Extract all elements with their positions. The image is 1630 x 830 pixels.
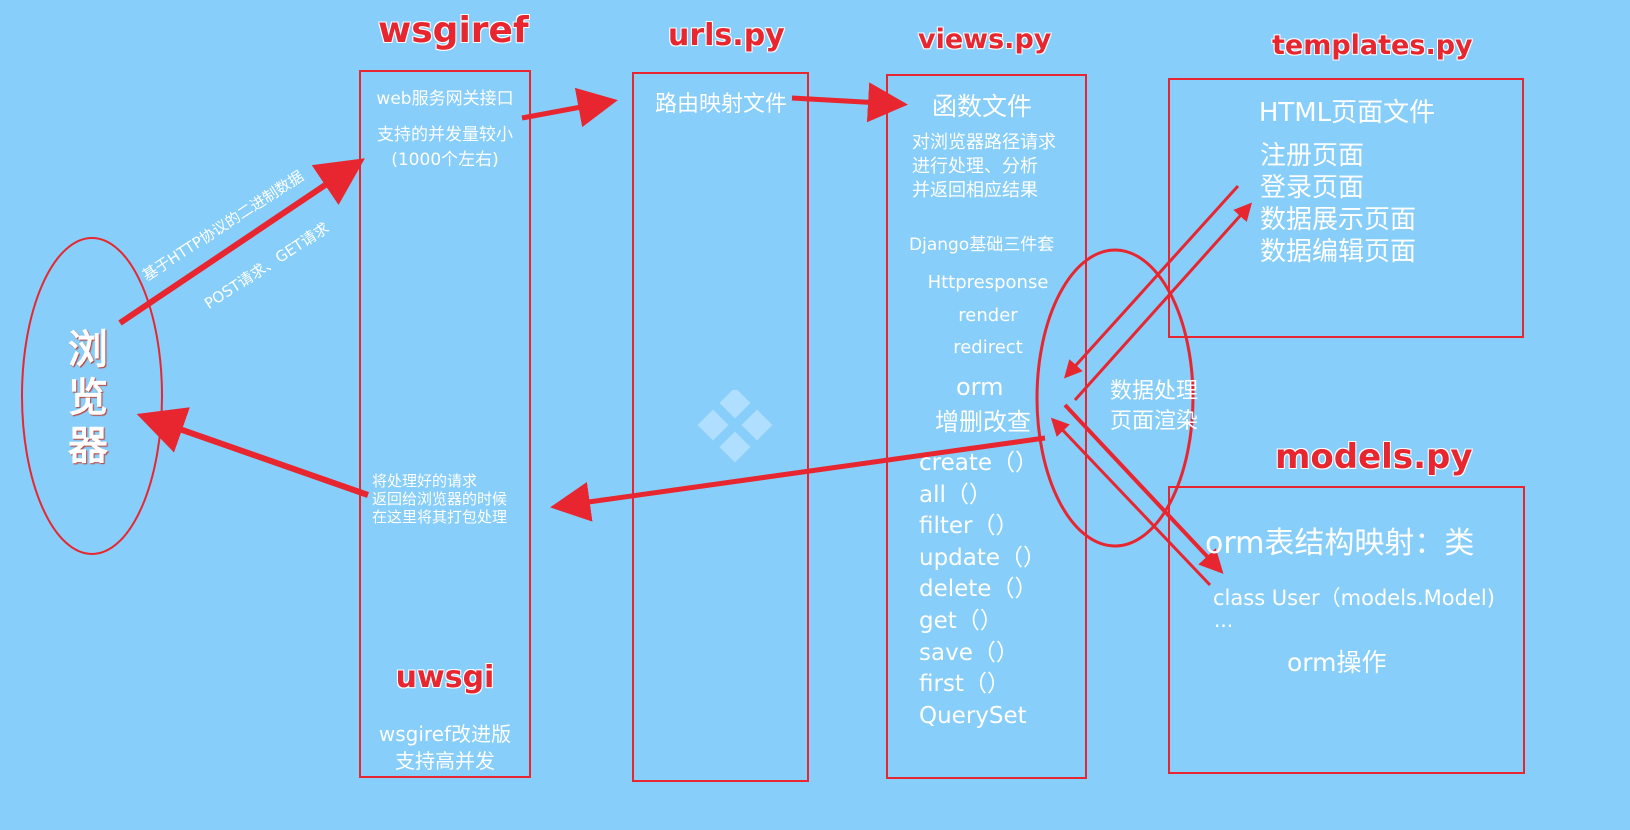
templates-box bbox=[1168, 78, 1524, 338]
wsgiref-to-urls-arrow bbox=[521, 87, 618, 128]
method-create: create（） bbox=[919, 450, 1039, 476]
header-models: models.py bbox=[1275, 437, 1473, 477]
method-all: all（） bbox=[919, 481, 992, 508]
models-box bbox=[1168, 486, 1525, 774]
views-desc: 对浏览器路径请求 进行处理、分析 并返回相应结果 bbox=[912, 131, 1056, 203]
page-data-edit: 数据编辑页面 bbox=[1260, 237, 1417, 267]
page-data-display: 数据展示页面 bbox=[1260, 205, 1417, 235]
models-ellipsis: ... bbox=[1214, 608, 1234, 632]
method-save: save（） bbox=[919, 639, 1019, 666]
urls-title: 路由映射文件 bbox=[654, 92, 787, 117]
method-first: first（） bbox=[919, 671, 1010, 698]
uwsgi-desc1: wsgiref改进版 bbox=[378, 722, 512, 746]
processing-label: 数据处理 页面渲染 bbox=[1110, 377, 1198, 437]
views-desc-2: 进行处理、分析 bbox=[912, 156, 1038, 177]
header-wsgiref: wsgiref bbox=[378, 10, 529, 51]
models-title: orm表结构映射：类 bbox=[1205, 526, 1475, 561]
method-update: update（） bbox=[919, 544, 1047, 571]
models-class-line: class User（models.Model) bbox=[1213, 586, 1495, 610]
templates-page-list: 注册页面 登录页面 数据展示页面 数据编辑页面 bbox=[1260, 140, 1416, 268]
response-arrow bbox=[136, 407, 369, 498]
templates-to-views-arrow bbox=[1063, 184, 1240, 379]
views-httpresponse: Httpresponse bbox=[927, 272, 1049, 293]
uwsgi-title: uwsgi bbox=[395, 660, 495, 695]
browser-label: 浏 览 器 bbox=[68, 326, 108, 470]
wsgiref-return-line3: 在这里将其打包处理 bbox=[372, 508, 508, 526]
browser-label-line1: 浏 bbox=[68, 327, 108, 373]
watermark-logo bbox=[697, 390, 773, 463]
views-title: 函数文件 bbox=[932, 92, 1033, 121]
views-django: Django基础三件套 bbox=[909, 235, 1055, 255]
urls-box bbox=[632, 72, 809, 782]
processing-label-2: 页面渲染 bbox=[1110, 409, 1199, 434]
processing-label-1: 数据处理 bbox=[1110, 379, 1199, 404]
wsgiref-return-line1: 将处理好的请求 bbox=[372, 472, 478, 490]
processing-ellipse bbox=[1035, 248, 1195, 548]
models-orm-ops: orm操作 bbox=[1287, 648, 1387, 677]
request-arrow bbox=[118, 158, 365, 326]
method-delete: delete（） bbox=[919, 576, 1038, 603]
header-templates: templates.py bbox=[1272, 30, 1473, 61]
page-login: 登录页面 bbox=[1260, 173, 1365, 203]
method-get: get（） bbox=[919, 607, 1003, 634]
models-to-views-arrow bbox=[1050, 417, 1212, 587]
browser-label-line2: 览 bbox=[68, 375, 108, 421]
wsgiref-return-text: 将处理好的请求 返回给浏览器的时候 在这里将其打包处理 bbox=[372, 472, 507, 526]
views-orm: orm bbox=[956, 373, 1004, 401]
views-method-list: create（） all（） filter（） update（） delete（… bbox=[919, 448, 1046, 732]
browser-label-line3: 器 bbox=[68, 423, 108, 469]
browser-ellipse bbox=[21, 237, 163, 555]
views-crud: 增删改查 bbox=[935, 408, 1031, 436]
views-to-models-arrow bbox=[1063, 403, 1224, 574]
uwsgi-desc2: 支持高并发 bbox=[395, 749, 495, 773]
wsgiref-line2: 支持的并发量较小 bbox=[377, 125, 513, 145]
page-register: 注册页面 bbox=[1260, 141, 1365, 171]
views-desc-3: 并返回相应结果 bbox=[912, 180, 1038, 201]
wsgiref-return-line2: 返回给浏览器的时候 bbox=[372, 490, 508, 508]
header-views: views.py bbox=[918, 24, 1052, 55]
wsgiref-box bbox=[359, 70, 531, 778]
templates-title: HTML页面文件 bbox=[1258, 98, 1436, 128]
wsgiref-line1: web服务网关接口 bbox=[376, 89, 514, 109]
urls-to-views-arrow bbox=[791, 82, 908, 123]
views-redirect: redirect bbox=[953, 337, 1023, 358]
views-to-templates-arrow bbox=[1073, 202, 1253, 402]
wsgiref-line3: (1000个左右) bbox=[391, 150, 499, 170]
method-queryset: QuerySet bbox=[919, 702, 1027, 729]
method-filter: filter（） bbox=[919, 513, 1019, 540]
views-desc-1: 对浏览器路径请求 bbox=[912, 132, 1056, 153]
views-to-wsgiref-arrow bbox=[550, 435, 1046, 522]
header-urls: urls.py bbox=[668, 18, 785, 53]
views-render: render bbox=[958, 305, 1018, 326]
